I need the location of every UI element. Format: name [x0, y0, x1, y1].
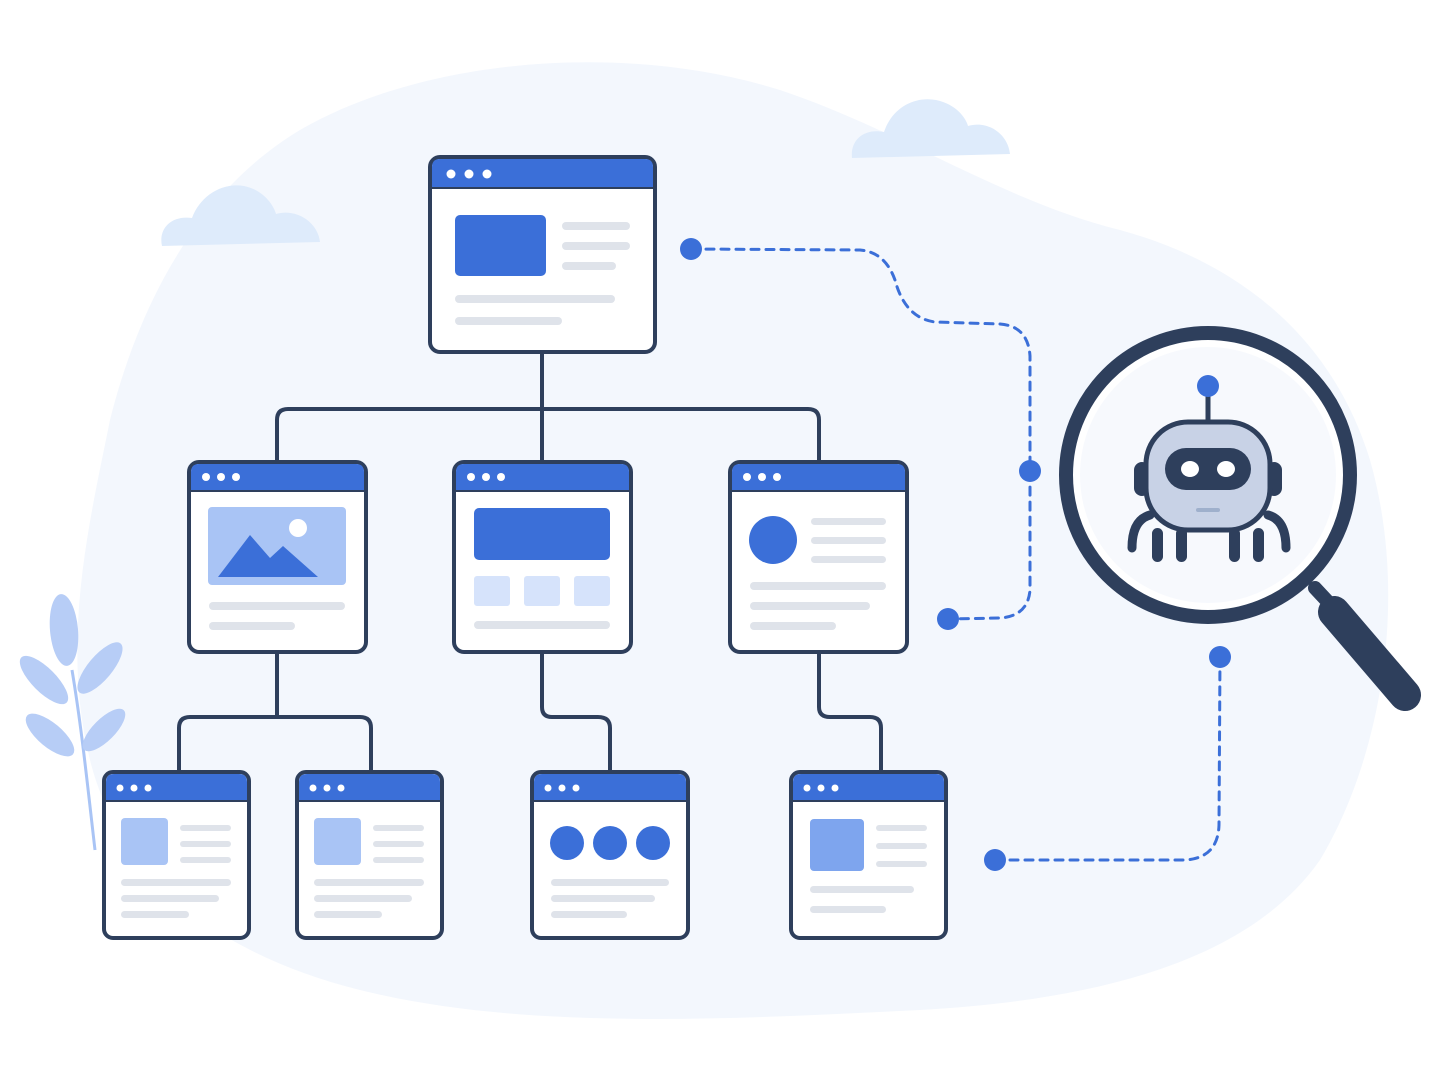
leaf-plant-icon	[19, 594, 126, 851]
robot-icon	[1127, 375, 1291, 562]
window-dots-icon	[309, 784, 345, 792]
root-page-window	[428, 155, 657, 354]
profile-page-window	[728, 460, 909, 654]
cloud-icon	[161, 185, 320, 246]
window-dots-icon	[202, 473, 240, 481]
window-dots-icon	[743, 473, 781, 481]
magnifier-robot-icon	[1059, 326, 1421, 711]
window-dots-icon	[116, 784, 152, 792]
path-node	[937, 608, 959, 630]
window-dots-icon	[803, 784, 839, 792]
banner-page-window	[452, 460, 633, 654]
leaf-page-window-2	[295, 770, 444, 940]
window-dots-icon	[467, 473, 505, 481]
window-dots-icon	[544, 784, 580, 792]
path-node	[984, 849, 1006, 871]
banner-block	[474, 508, 610, 560]
leaf-page-window-3	[530, 770, 690, 940]
path-node	[1209, 646, 1231, 668]
path-node	[1019, 460, 1041, 482]
image-placeholder-icon	[208, 507, 346, 585]
cloud-icon	[851, 99, 1010, 158]
three-circles-icon	[550, 826, 670, 860]
tree-connectors	[177, 352, 883, 772]
crawl-paths	[689, 247, 1222, 862]
image-page-window	[187, 460, 368, 654]
path-node	[680, 238, 702, 260]
avatar-icon	[749, 516, 797, 564]
window-dots-icon	[446, 169, 492, 179]
leaf-page-window-4	[789, 770, 948, 940]
leaf-page-window-1	[102, 770, 251, 940]
crawl-path-nodes	[680, 238, 1231, 871]
hero-block	[455, 215, 546, 276]
